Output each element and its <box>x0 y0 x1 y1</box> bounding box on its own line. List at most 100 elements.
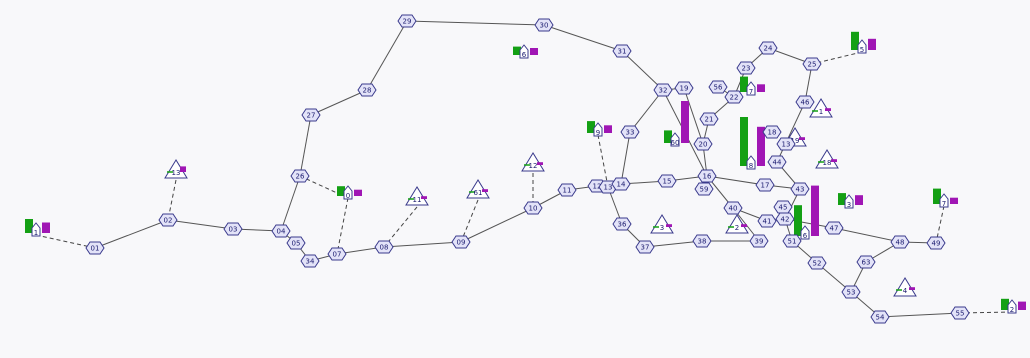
node-09[interactable]: 09 <box>451 235 471 249</box>
house-marker-5[interactable]: 5 <box>851 31 876 54</box>
node-label: 46 <box>801 99 810 107</box>
node-label: 59 <box>700 186 709 194</box>
node-18[interactable]: 18 <box>762 125 782 139</box>
node-label: 25 <box>808 61 817 69</box>
node-38[interactable]: 38 <box>692 234 712 248</box>
house-marker-7[interactable]: 7 <box>740 76 765 96</box>
node-54[interactable]: 54 <box>870 310 890 324</box>
edge-n19-n20 <box>683 87 704 145</box>
node-40[interactable]: 40 <box>723 201 743 215</box>
node-shape <box>776 137 796 151</box>
node-10[interactable]: 10 <box>523 201 543 215</box>
node-29[interactable]: 29 <box>397 14 417 28</box>
house-marker-1[interactable]: 1 <box>25 219 50 237</box>
node-42[interactable]: 42 <box>775 212 795 226</box>
node-45[interactable]: 45 <box>773 200 793 214</box>
node-13[interactable]: 13 <box>776 137 796 151</box>
node-63[interactable]: 63 <box>856 255 876 269</box>
triangle-marker-13[interactable]: 13 <box>164 159 188 179</box>
node-shape <box>950 306 970 320</box>
house-marker-6[interactable]: 6 <box>513 44 538 59</box>
node-37[interactable]: 37 <box>635 240 655 254</box>
node-33[interactable]: 33 <box>620 125 640 139</box>
magenta-bar <box>950 197 958 204</box>
node-34[interactable]: 34 <box>300 254 320 268</box>
node-59[interactable]: 59 <box>694 182 714 196</box>
triangle-marker-18[interactable]: 18 <box>815 149 839 169</box>
node-36[interactable]: 36 <box>612 217 632 231</box>
node-55[interactable]: 55 <box>950 306 970 320</box>
triangle-marker-1[interactable]: 1 <box>809 98 833 118</box>
house-marker-60[interactable]: 60 <box>664 101 689 147</box>
house-marker-9[interactable]: 9 <box>587 121 612 137</box>
node-shape <box>657 174 677 188</box>
node-41[interactable]: 41 <box>757 214 777 228</box>
node-56[interactable]: 56 <box>708 80 728 94</box>
node-27[interactable]: 27 <box>301 108 321 122</box>
node-16[interactable]: 16 <box>697 169 717 183</box>
connector-m-25-n25 <box>811 51 863 65</box>
triangle-marker-3[interactable]: 3 <box>650 214 674 234</box>
node-label: 31 <box>618 48 627 56</box>
node-46[interactable]: 46 <box>795 95 815 109</box>
node-15[interactable]: 15 <box>657 174 677 188</box>
node-39[interactable]: 39 <box>749 234 769 248</box>
node-label: 03 <box>229 226 238 234</box>
node-20[interactable]: 20 <box>693 137 713 151</box>
house-marker-6[interactable]: 6 <box>794 185 819 240</box>
node-52[interactable]: 52 <box>807 256 827 270</box>
connector-m-left-n01 <box>35 234 96 249</box>
node-32[interactable]: 32 <box>653 83 673 97</box>
node-label: 05 <box>292 240 301 248</box>
house-marker-0[interactable]: 0 <box>337 185 362 200</box>
node-shape <box>301 108 321 122</box>
node-31[interactable]: 31 <box>612 44 632 58</box>
node-43[interactable]: 43 <box>790 182 810 196</box>
node-24[interactable]: 24 <box>758 41 778 55</box>
node-51[interactable]: 51 <box>782 234 802 248</box>
node-shape <box>271 224 291 238</box>
house-marker-2[interactable]: 2 <box>1001 298 1026 314</box>
house-marker-8[interactable]: 8 <box>740 117 765 170</box>
node-label: 39 <box>755 238 764 246</box>
house-icon <box>31 222 41 237</box>
node-01[interactable]: 01 <box>85 241 105 255</box>
node-07[interactable]: 07 <box>327 247 347 261</box>
edge-n37-n38 <box>644 240 703 248</box>
node-shape <box>300 254 320 268</box>
node-21[interactable]: 21 <box>699 112 719 126</box>
node-44[interactable]: 44 <box>767 155 787 169</box>
node-03[interactable]: 03 <box>223 222 243 236</box>
node-17[interactable]: 17 <box>755 178 775 192</box>
node-05[interactable]: 05 <box>286 236 306 250</box>
node-49[interactable]: 49 <box>926 236 946 250</box>
node-shape <box>795 95 815 109</box>
house-marker-7[interactable]: 7 <box>933 188 958 208</box>
node-08[interactable]: 08 <box>374 240 394 254</box>
triangle-icon <box>521 152 545 172</box>
node-53[interactable]: 53 <box>841 285 861 299</box>
triangle-marker-11[interactable]: 11 <box>405 186 429 206</box>
triangle-marker-12[interactable]: 12 <box>521 152 545 172</box>
triangle-marker-61[interactable]: 61 <box>466 179 490 199</box>
magenta-bar <box>421 196 427 199</box>
green-bar <box>740 117 748 166</box>
node-28[interactable]: 28 <box>357 83 377 97</box>
node-25[interactable]: 25 <box>802 57 822 71</box>
triangle-marker-4[interactable]: 4 <box>893 277 917 297</box>
node-48[interactable]: 48 <box>890 235 910 249</box>
node-label: 10 <box>529 205 538 213</box>
node-30[interactable]: 30 <box>534 18 554 32</box>
node-label: 63 <box>862 259 871 267</box>
node-23[interactable]: 23 <box>736 61 756 75</box>
node-19[interactable]: 19 <box>674 81 694 95</box>
node-02[interactable]: 02 <box>158 213 178 227</box>
node-04[interactable]: 04 <box>271 224 291 238</box>
node-11[interactable]: 11 <box>557 183 577 197</box>
node-26[interactable]: 26 <box>290 169 310 183</box>
house-marker-3[interactable]: 3 <box>838 193 863 209</box>
node-22[interactable]: 22 <box>724 90 744 104</box>
triangle-marker-2[interactable]: 2 <box>725 214 749 234</box>
node-47[interactable]: 47 <box>824 221 844 235</box>
node-14[interactable]: 14 <box>611 177 631 191</box>
